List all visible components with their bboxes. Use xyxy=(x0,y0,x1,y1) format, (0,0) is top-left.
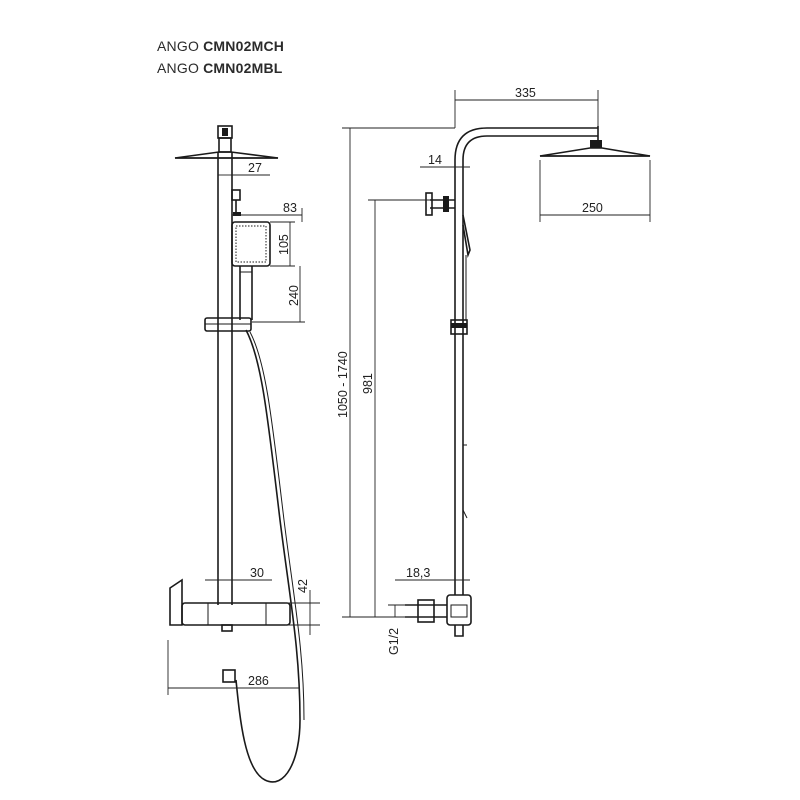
dim-30: 30 xyxy=(250,566,264,580)
brand-1: ANGO xyxy=(157,38,200,54)
title-line-2: ANGO CMN02MBL xyxy=(157,60,283,76)
title-line-1: ANGO CMN02MCH xyxy=(157,38,284,54)
front-view xyxy=(169,125,305,783)
front-hand-shower xyxy=(231,221,271,320)
front-dimensions: 27 83 105 240 30 42 286 xyxy=(167,161,320,695)
model-1: CMN02MCH xyxy=(203,38,285,54)
side-hand-shower xyxy=(462,214,471,258)
front-hose-inner xyxy=(249,331,305,721)
side-dimensions: 335 14 250 1050 - 1740 981 18,3 G1/2 xyxy=(336,86,651,655)
dim-250: 250 xyxy=(582,201,603,215)
front-hose-connector xyxy=(222,669,236,683)
side-head-shower xyxy=(539,140,651,157)
dim-14: 14 xyxy=(428,153,442,167)
dim-83: 83 xyxy=(283,201,297,215)
dim-g12: G1/2 xyxy=(387,628,401,655)
model-2: CMN02MBL xyxy=(203,60,283,76)
dim-981: 981 xyxy=(361,373,375,394)
front-head-shower xyxy=(174,125,279,159)
dim-18-3: 18,3 xyxy=(406,566,430,580)
side-arm-outer xyxy=(454,127,598,161)
side-inlet xyxy=(405,594,472,637)
side-view xyxy=(405,126,651,637)
dim-240: 240 xyxy=(287,285,301,306)
side-arm-inner xyxy=(462,135,598,161)
dim-335: 335 xyxy=(515,86,536,100)
brand-2: ANGO xyxy=(157,60,200,76)
dim-height-range: 1050 - 1740 xyxy=(336,351,350,418)
front-thermostat xyxy=(169,578,291,632)
dim-286: 286 xyxy=(248,674,269,688)
front-rail xyxy=(204,152,252,605)
side-diverter xyxy=(425,192,455,216)
front-hose xyxy=(235,329,301,783)
dim-27: 27 xyxy=(248,161,262,175)
dim-42: 42 xyxy=(296,579,310,593)
dim-105: 105 xyxy=(277,234,291,255)
